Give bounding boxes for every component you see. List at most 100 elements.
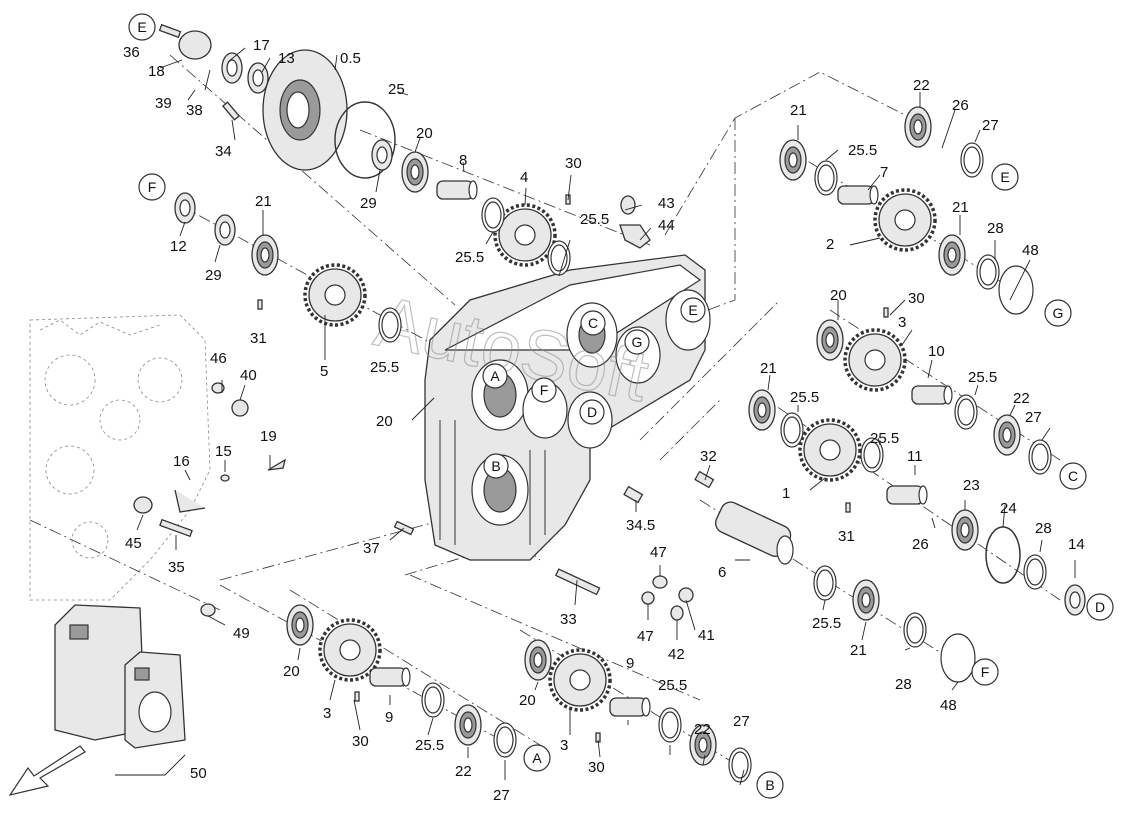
svg-text:E: E [1000,169,1009,185]
callout-f-left: F [138,173,166,201]
callout-f-right: F [971,658,999,686]
callout-b-bottom: B [756,771,784,799]
svg-text:F: F [540,382,549,398]
hub-10 [911,385,953,405]
label-26-g: 25.5 [870,430,899,447]
svg-text:E: E [137,19,146,35]
callout-f-housing: F [531,377,557,403]
circlip-26-j [658,707,682,743]
label-25: 24 [1000,500,1017,517]
label-9-a: 9 [385,709,393,726]
label-23-c: 22 [455,763,472,780]
label-47: 46 [210,350,227,367]
o-ring-25 [985,526,1021,584]
label-4: 4 [520,169,528,186]
gear-2 [873,188,937,252]
label-13: 13 [278,50,295,67]
seal-14 [1064,584,1086,616]
label-23-b: 22 [1013,390,1030,407]
svg-text:C: C [588,315,598,331]
label-17: 17 [253,37,270,54]
hub-7 [837,185,879,205]
label-23-d: 22 [694,721,711,738]
label-49-a: 48 [1022,242,1039,259]
label-16: 16 [173,453,190,470]
label-34-5: 34 [215,143,232,160]
label-21-b: 20 [830,287,847,304]
callout-e-housing: E [680,297,706,323]
label-41: 40 [240,367,257,384]
label-9-b: 9 [626,655,634,672]
callout-d-right: D [1086,593,1114,621]
label-29-b: 28 [1035,520,1052,537]
label-26-i: 25.5 [415,737,444,754]
label-15: 15 [215,443,232,460]
label-22-b: 21 [790,102,807,119]
svg-text:D: D [587,404,597,420]
label-32-a: 31 [250,330,267,347]
label-49-b: 48 [940,697,957,714]
label-31-a: 30 [565,155,582,172]
label-12: 12 [170,238,187,255]
svg-text:D: D [1095,599,1105,615]
callout-g-right: G [1044,299,1072,327]
circlip-29-f [903,612,927,648]
circlip-26-e [954,394,978,430]
svg-text:A: A [532,750,542,766]
gear-5 [303,263,367,327]
svg-text:B: B [491,458,500,474]
label-0-5: 0.5 [340,50,361,67]
circlip-28-a [493,722,517,758]
label-31-d: 30 [588,759,605,776]
label-31-b: 30 [908,290,925,307]
label-5: 5 [320,363,328,380]
gear-3-center [548,648,612,712]
label-23-a: 22 [913,77,930,94]
callout-circles: E F E G C D F A B A B C D E F G [128,13,1114,799]
label-43: 42 [668,646,685,663]
label-38: 37 [363,540,380,557]
label-31-c: 30 [352,733,369,750]
svg-text:E: E [688,302,697,318]
svg-text:B: B [765,777,774,793]
svg-text:F: F [148,179,157,195]
circlip-28-b [728,747,752,783]
label-10: 10 [928,343,945,360]
label-21-d: 20 [519,692,536,709]
label-30-a: 29 [205,267,222,284]
circlip-26-b [481,197,505,233]
main-shaft-6 [715,501,794,565]
label-33: 32 [700,448,717,465]
cover-plate [158,23,396,179]
label-29-c: 28 [895,676,912,693]
bearing-22-top [779,139,807,181]
label-26-d: 25.5 [848,142,877,159]
label-22-e: 21 [850,642,867,659]
circlip-26-f [780,412,804,448]
gear-3-right [843,328,907,392]
label-50: 49 [233,625,250,642]
label-3-b: 3 [323,705,331,722]
callout-d-housing: D [579,399,605,425]
bearing-21-top [401,151,429,193]
label-48-a: 47 [650,544,667,561]
label-22-c: 21 [952,199,969,216]
label-3-c: 3 [560,737,568,754]
callout-c-right: C [1059,462,1087,490]
bearing-22-left [251,234,279,276]
hub-9-left [369,667,411,687]
part-labels: 0.5 1 2 3 3 3 4 5 6 7 8 9 9 10 11 12 13 … [123,37,1085,804]
label-37: 36 [123,44,140,61]
label-28-c: 27 [493,787,510,804]
circlip-26-d [814,160,838,196]
bearing-23-right [993,414,1021,456]
bearing-22-low [852,579,880,621]
label-22-d: 21 [760,360,777,377]
label-34: 33 [560,611,577,628]
label-20: 20 [376,413,393,430]
label-14: 14 [1068,536,1085,553]
bearing-22-right [938,234,966,276]
label-26-h: 25.5 [812,615,841,632]
svg-text:A: A [490,368,500,384]
callout-b-housing: B [483,453,509,479]
